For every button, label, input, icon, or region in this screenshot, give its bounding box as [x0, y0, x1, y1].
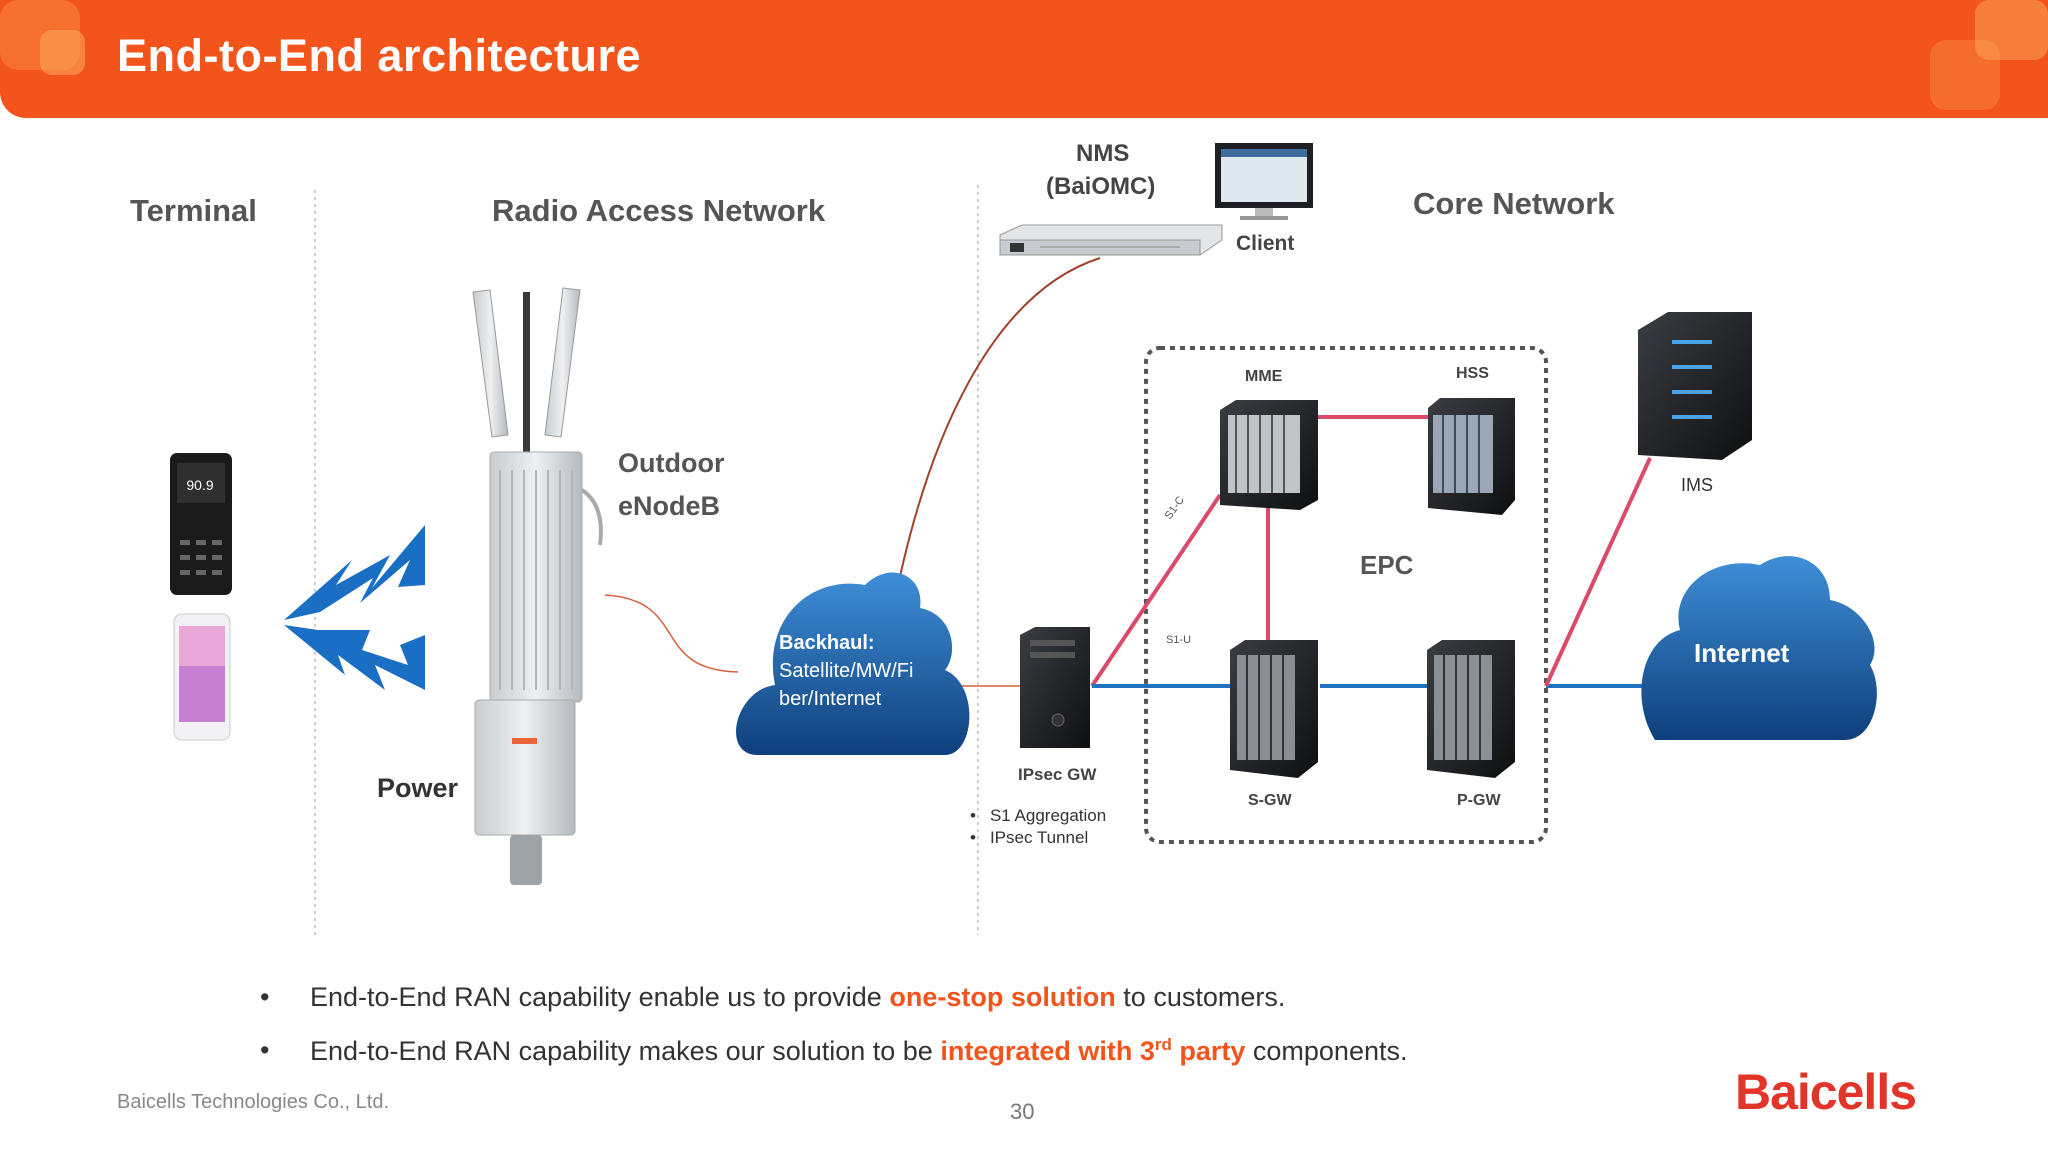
footer-company: Baicells Technologies Co., Ltd. [117, 1091, 390, 1113]
bullet-dot: • [260, 1035, 270, 1065]
s1c-label: S1-C [1163, 494, 1187, 521]
section-core: Core Network [1413, 186, 1615, 221]
outdoor-label: Outdoor [618, 448, 725, 478]
section-terminal: Terminal [130, 193, 257, 228]
bullet-1-text: End-to-End RAN capability enable us to p… [310, 982, 890, 1012]
bullet-1-tail: to customers. [1115, 982, 1286, 1012]
bullet-2-highlight-2: party [1171, 1036, 1246, 1066]
internet-cloud-shape [1641, 556, 1877, 740]
enodeb-label: eNodeB [618, 491, 721, 521]
client-monitor-icon [1215, 143, 1313, 220]
page-number: 30 [1010, 1099, 1035, 1124]
backhaul-cloud-shape [736, 572, 970, 755]
smartphone-icon [173, 613, 231, 741]
page-title: End-to-End architecture [117, 30, 642, 81]
bullet-2: • End-to-End RAN capability makes our so… [260, 1035, 1407, 1067]
bullet-1: • End-to-End RAN capability enable us to… [260, 982, 1285, 1013]
nms-link [892, 257, 1101, 611]
ipsec-gw-label: IPsec GW [1018, 765, 1097, 784]
header-decoration [0, 0, 2048, 110]
pgw-ims-line [1544, 457, 1652, 687]
ipsec-bullet-2: • IPsec Tunnel [970, 828, 1088, 848]
internet-label: Internet [1694, 638, 1790, 668]
bullet-dot: • [260, 982, 270, 1012]
backhaul-line1: Satellite/MW/Fi [779, 660, 914, 682]
hss-rack-icon [1428, 398, 1515, 515]
wireless-signal-icon [284, 525, 425, 690]
phone-display-text: 90.9 [186, 477, 213, 493]
bullet-dot: • [970, 806, 976, 825]
bullet-1-highlight: one-stop solution [889, 982, 1116, 1012]
baicells-logo: Baicells [1735, 1064, 1917, 1120]
ims-label: IMS [1681, 475, 1714, 495]
mme-rack-icon [1220, 400, 1318, 510]
epc-label: EPC [1360, 550, 1414, 580]
s1c-line [1090, 493, 1222, 688]
enodeb-backhaul-link [604, 594, 739, 673]
hss-label: HSS [1456, 365, 1489, 382]
power-unit-icon [474, 699, 576, 885]
bullet-2-highlight: integrated with 3 [940, 1036, 1155, 1066]
bullet-2-tail: components. [1245, 1036, 1408, 1066]
client-label: Client [1236, 232, 1295, 255]
nms-label: NMS [1076, 140, 1130, 167]
bullet-dot: • [970, 828, 976, 847]
power-label: Power [377, 773, 459, 803]
backhaul-line2: ber/Internet [779, 688, 882, 710]
sgw-rack-icon [1230, 640, 1318, 778]
backhaul-title: Backhaul: [779, 632, 875, 654]
mme-label: MME [1245, 368, 1283, 385]
header-bar: End-to-End architecture [0, 0, 2048, 118]
s1u-label: S1-U [1166, 634, 1191, 646]
pgw-rack-icon [1427, 640, 1515, 778]
outdoor-enodeb-icon [472, 287, 603, 712]
bullet-2-text: End-to-End RAN capability makes our solu… [310, 1036, 941, 1066]
ipsec-bullet-1: • S1 Aggregation [970, 806, 1106, 826]
ipsec-gw-icon [1020, 627, 1090, 748]
pgw-label: P-GW [1457, 792, 1501, 809]
ims-server-icon [1638, 312, 1752, 460]
feature-phone-icon: 90.9 [170, 453, 232, 595]
section-ran: Radio Access Network [492, 193, 826, 228]
nms-sub-label: (BaiOMC) [1046, 173, 1156, 200]
ipsec-bullet-1-text: S1 Aggregation [989, 806, 1107, 825]
nms-server-icon [999, 224, 1223, 256]
bullet-2-superscript: rd [1154, 1035, 1172, 1054]
sgw-label: S-GW [1248, 792, 1292, 809]
ipsec-bullet-2-text: IPsec Tunnel [989, 828, 1089, 847]
